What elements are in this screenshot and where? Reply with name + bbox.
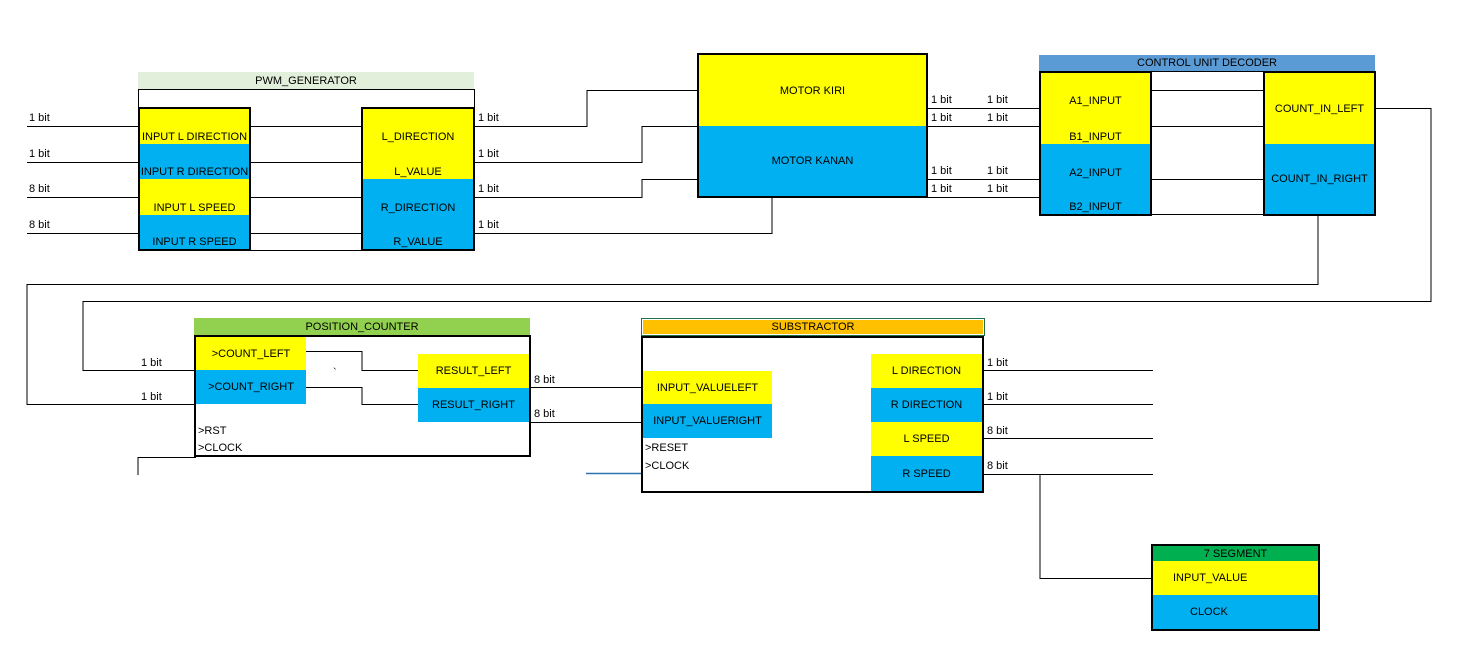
pwm-input-r-direction: INPUT R DIRECTION [140, 144, 249, 179]
bit-label: 8 bit [534, 374, 555, 386]
motor-frame [697, 53, 928, 198]
bit-label: 1 bit [141, 357, 162, 369]
bit-label: 1 bit [29, 112, 50, 124]
wire-count-right-loop [26, 215, 1319, 405]
decoder-title: CONTROL UNIT DECODER [1039, 55, 1375, 71]
pwm-output-r-value: R_VALUE [363, 215, 473, 249]
pwm-input-l-direction: INPUT L DIRECTION [140, 109, 249, 144]
sub-l-speed: L SPEED [871, 422, 982, 456]
pc-result-right: RESULT_RIGHT [418, 388, 529, 422]
bit-label: 8 bit [534, 408, 555, 420]
seven-segment-title: 7 SEGMENT [1153, 546, 1318, 561]
pwm-input-frame [138, 107, 251, 251]
sub-input-valueleft: INPUT_VALUELEFT [643, 371, 772, 404]
motor-kanan: MOTOR KANAN [699, 126, 926, 196]
decoder-a1-input: A1_INPUT [1041, 73, 1150, 108]
pwm-output-l-direction: L_DIRECTION [363, 109, 473, 144]
wire-lval-motor [475, 126, 698, 163]
bit-label: 8 bit [987, 425, 1008, 437]
decoder-count-in-right: COUNT_IN_RIGHT [1265, 144, 1374, 214]
wire-ldir-motor [475, 90, 698, 127]
sub-l-direction: L DIRECTION [871, 354, 982, 388]
position-counter-block [194, 335, 531, 457]
wire-pc-int-1 [306, 351, 418, 371]
motor-kiri: MOTOR KIRI [699, 55, 926, 126]
bit-label: 8 bit [29, 183, 50, 195]
seg-clock: CLOCK [1153, 595, 1318, 629]
pwm-input-r-speed: INPUT R SPEED [140, 215, 249, 249]
bit-label: 1 bit [478, 148, 499, 160]
bit-label: 1 bit [931, 183, 952, 195]
pc-clock-label: >CLOCK [198, 442, 243, 454]
pc-count-left: >COUNT_LEFT [196, 337, 306, 370]
pwm-output-l-value: L_VALUE [363, 144, 473, 179]
decoder-b1-input: B1_INPUT [1041, 108, 1150, 144]
wire-count-left-loop [82, 108, 1432, 371]
pwm-generator-title: PWM_GENERATOR [138, 72, 474, 89]
pc-count-right: >COUNT_RIGHT [196, 370, 306, 404]
substractor-title-frame [641, 318, 985, 336]
stray-mark: ` [333, 367, 337, 379]
bit-label: 1 bit [987, 391, 1008, 403]
bit-label: 1 bit [987, 94, 1008, 106]
decoder-b2-input: B2_INPUT [1041, 180, 1150, 214]
pwm-input-l-speed: INPUT L SPEED [140, 179, 249, 215]
bit-label: 1 bit [29, 148, 50, 160]
decoder-a2-input: A2_INPUT [1041, 144, 1150, 180]
bit-label: 1 bit [931, 165, 952, 177]
bit-label: 1 bit [987, 165, 1008, 177]
decoder-input-frame [1039, 71, 1152, 216]
bit-label: 1 bit [987, 357, 1008, 369]
bit-label: 8 bit [987, 460, 1008, 472]
bit-label: 1 bit [987, 112, 1008, 124]
decoder-output-frame [1263, 71, 1376, 216]
sub-reset-label: >RESET [645, 442, 689, 454]
pwm-output-frame [361, 107, 475, 251]
bit-label: 1 bit [478, 183, 499, 195]
bit-label: 1 bit [987, 183, 1008, 195]
wire-pc-clock [137, 457, 196, 475]
position-counter-title: POSITION_COUNTER [194, 318, 530, 335]
seven-segment-block [1151, 544, 1320, 631]
substractor-block [641, 336, 984, 493]
pwm-output-r-direction: R_DIRECTION [363, 179, 473, 215]
wire-rval-motor [475, 198, 773, 234]
substractor-title: SUBSTRACTOR [643, 320, 983, 334]
bit-label: 8 bit [29, 219, 50, 231]
sub-clock-label: >CLOCK [645, 460, 690, 472]
bit-label: 1 bit [478, 112, 499, 124]
pc-result-left: RESULT_LEFT [418, 354, 529, 388]
decoder-count-in-left: COUNT_IN_LEFT [1265, 73, 1374, 144]
wire-to-7seg [1039, 474, 1153, 579]
bit-label: 1 bit [141, 391, 162, 403]
sub-r-speed: R SPEED [871, 456, 982, 491]
bit-label: 1 bit [931, 112, 952, 124]
pc-rst-label: >RST [198, 425, 227, 437]
bit-label: 1 bit [931, 94, 952, 106]
sub-r-direction: R DIRECTION [871, 388, 982, 422]
seg-input-value: INPUT_VALUE [1153, 561, 1318, 595]
wire-pc-int-2 [306, 387, 418, 405]
sub-input-valueright: INPUT_VALUERIGHT [643, 404, 772, 438]
wire-rdir-motor [475, 179, 698, 198]
bit-label: 1 bit [478, 219, 499, 231]
